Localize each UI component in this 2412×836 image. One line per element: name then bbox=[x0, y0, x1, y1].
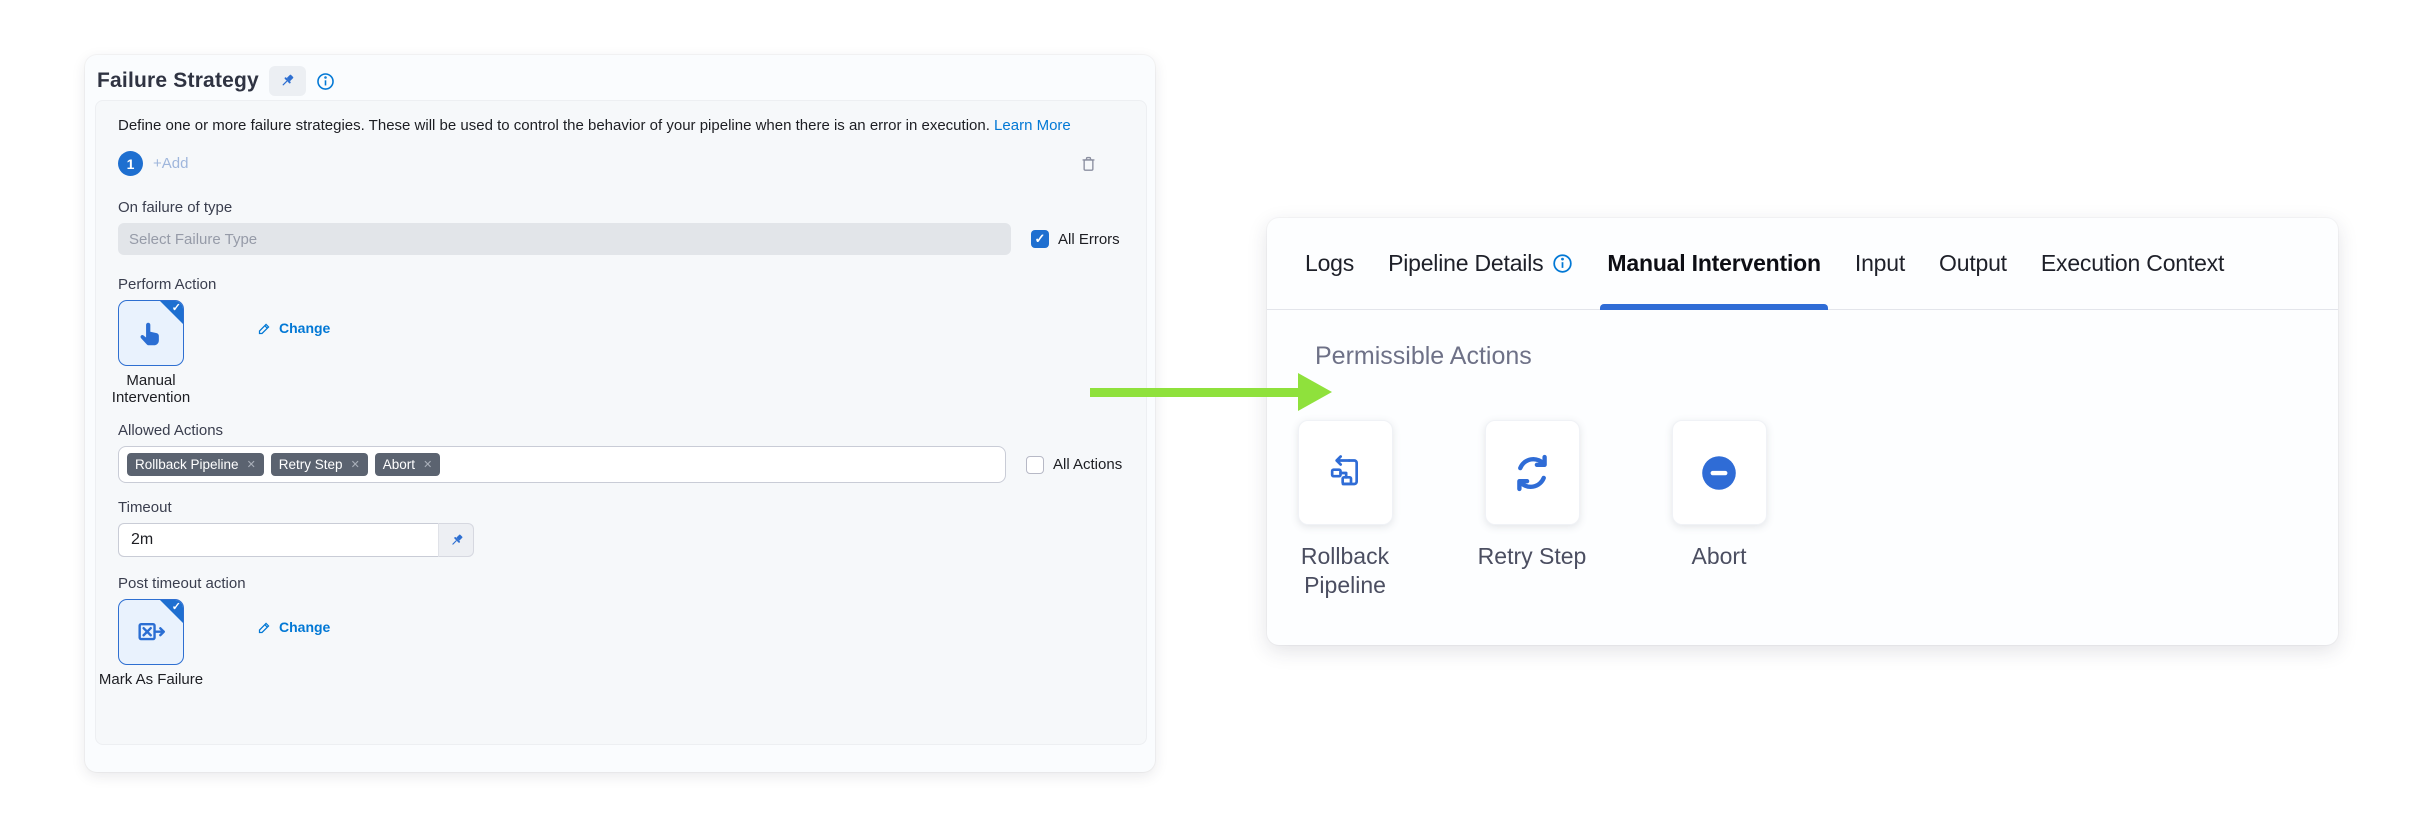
all-actions-checkbox[interactable] bbox=[1026, 455, 1044, 474]
retry-icon bbox=[1517, 454, 1547, 491]
action-rollback-pipeline: Rollback Pipeline bbox=[1280, 420, 1410, 600]
action-abort: Abort bbox=[1654, 420, 1784, 600]
timeout-input[interactable] bbox=[118, 523, 438, 557]
tab-execution-context[interactable]: Execution Context bbox=[2040, 250, 2225, 276]
remove-tag-icon[interactable]: ✕ bbox=[246, 459, 256, 471]
change-post-timeout-link[interactable]: Change bbox=[257, 619, 330, 635]
tab-manual-intervention[interactable]: Manual Intervention bbox=[1600, 218, 1829, 310]
manual-intervention-content: Permissible Actions Rollback Pipeline bbox=[1267, 310, 2338, 600]
tab-logs[interactable]: Logs bbox=[1305, 250, 1355, 276]
failure-strategy-header: Failure Strategy bbox=[85, 55, 1155, 102]
tab-bar: Logs Pipeline Details Manual Interventio… bbox=[1267, 218, 2338, 310]
permissible-actions-row: Rollback Pipeline Retry Step bbox=[1267, 420, 2338, 600]
tab-output[interactable]: Output bbox=[1939, 250, 2007, 276]
add-strategy-button[interactable]: +Add bbox=[153, 155, 189, 172]
post-timeout-selected-label: Mark As Failure bbox=[98, 671, 204, 688]
perform-action-section: ✓ Manual Intervention Change bbox=[112, 300, 1124, 406]
mark-as-failure-icon bbox=[138, 623, 165, 641]
all-errors-checkbox[interactable]: ✓ bbox=[1031, 230, 1049, 248]
manual-intervention-card[interactable]: ✓ bbox=[118, 300, 184, 366]
action-retry-step: Retry Step bbox=[1467, 420, 1597, 600]
annotation-arrow bbox=[1090, 373, 1332, 411]
remove-tag-icon[interactable]: ✕ bbox=[423, 459, 433, 471]
allowed-actions-label: Allowed Actions bbox=[118, 422, 224, 439]
pencil-icon bbox=[258, 323, 270, 334]
post-timeout-section: ✓ Mark As Failure Change bbox=[99, 599, 1124, 688]
execution-details-panel: Logs Pipeline Details Manual Interventio… bbox=[1267, 218, 2338, 645]
perform-action-selected-label: Manual Intervention bbox=[111, 372, 191, 406]
failure-strategy-form: Define one or more failure strategies. T… bbox=[95, 100, 1147, 745]
abort-icon bbox=[1702, 455, 1736, 490]
mark-as-failure-card[interactable]: ✓ bbox=[118, 599, 184, 665]
timeout-label: Timeout bbox=[118, 499, 172, 516]
arrow-tail bbox=[1090, 387, 1298, 397]
failure-type-select[interactable]: Select Failure Type bbox=[118, 223, 1011, 255]
panel-title: Failure Strategy bbox=[97, 69, 259, 92]
tab-input[interactable]: Input bbox=[1854, 250, 1906, 276]
post-timeout-label: Post timeout action bbox=[118, 575, 246, 592]
perform-action-label: Perform Action bbox=[118, 276, 217, 293]
learn-more-link[interactable]: Learn More bbox=[994, 117, 1071, 134]
rollback-pipeline-button[interactable] bbox=[1297, 420, 1393, 525]
tab-pipeline-details[interactable]: Pipeline Details bbox=[1388, 218, 1573, 310]
tag-retry-step: Retry Step ✕ bbox=[270, 453, 368, 476]
permissible-actions-title: Permissible Actions bbox=[1315, 342, 1532, 370]
all-actions-label: All Actions bbox=[1053, 456, 1123, 473]
info-icon[interactable] bbox=[316, 71, 336, 91]
on-failure-label: On failure of type bbox=[118, 199, 233, 216]
allowed-actions-input[interactable]: Rollback Pipeline ✕ Retry Step ✕ Abort ✕ bbox=[118, 446, 1006, 483]
strategy-tabs-row: 1 +Add bbox=[118, 151, 1124, 176]
strategy-description: Define one or more failure strategies. T… bbox=[118, 117, 1071, 134]
strategy-index-badge[interactable]: 1 bbox=[118, 151, 143, 176]
tag-rollback-pipeline: Rollback Pipeline ✕ bbox=[127, 453, 264, 476]
action-label: Abort bbox=[1691, 543, 1747, 569]
tag-abort: Abort ✕ bbox=[374, 453, 441, 476]
action-label: Rollback Pipeline bbox=[1300, 543, 1390, 598]
all-actions-group: All Actions bbox=[1026, 455, 1123, 474]
delete-strategy-button[interactable] bbox=[1079, 154, 1098, 173]
failure-type-placeholder: Select Failure Type bbox=[129, 230, 258, 248]
pin-icon bbox=[451, 534, 462, 545]
failure-strategy-panel: Failure Strategy Define one or more fail… bbox=[85, 55, 1155, 772]
rollback-pipeline-icon bbox=[1330, 454, 1358, 485]
all-errors-label: All Errors bbox=[1058, 230, 1120, 248]
action-label: Retry Step bbox=[1477, 543, 1587, 569]
arrow-head-icon bbox=[1298, 373, 1332, 411]
all-errors-group: ✓ All Errors bbox=[1031, 230, 1120, 248]
trash-icon bbox=[1082, 156, 1095, 171]
pin-icon bbox=[283, 74, 294, 86]
change-action-link[interactable]: Change bbox=[257, 320, 330, 336]
remove-tag-icon[interactable]: ✕ bbox=[350, 459, 360, 471]
manual-intervention-hand-icon bbox=[140, 322, 159, 346]
abort-button[interactable] bbox=[1671, 420, 1767, 525]
pencil-icon bbox=[258, 622, 270, 633]
info-icon bbox=[1553, 254, 1573, 273]
timeout-pin-button[interactable] bbox=[438, 523, 474, 557]
pin-button[interactable] bbox=[268, 66, 306, 96]
retry-step-button[interactable] bbox=[1484, 420, 1580, 525]
